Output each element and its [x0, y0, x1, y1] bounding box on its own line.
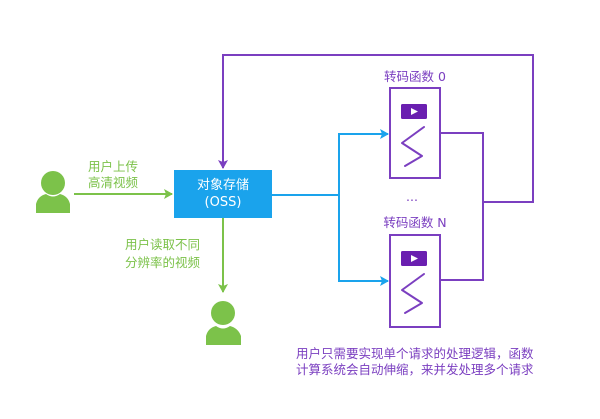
viewer-user-icon	[206, 301, 241, 345]
function-0-label: 转码函数 0	[384, 69, 446, 84]
uploader-user-icon	[36, 171, 70, 213]
upload-label-line1: 用户上传	[88, 159, 139, 174]
download-label-line2: 分辨率的视频	[125, 255, 201, 270]
upload-label-line2: 高清视频	[88, 175, 139, 190]
squiggle-icon	[401, 273, 425, 314]
trigger-arrow-function-n	[338, 195, 389, 286]
download-label-line1: 用户读取不同	[125, 237, 201, 252]
function-n-box	[389, 234, 441, 328]
ellipsis: ...	[406, 189, 418, 204]
play-icon	[401, 251, 427, 266]
trigger-arrow-function-0	[338, 129, 389, 195]
output-line-function-0	[440, 132, 484, 281]
caption-line1: 用户只需要实现单个请求的处理逻辑，函数	[296, 346, 534, 361]
oss-title: 对象存储	[196, 178, 249, 193]
oss-subtitle: (OSS)	[204, 195, 242, 210]
write-back-arrow	[218, 54, 534, 203]
function-n-label: 转码函数 N	[383, 215, 447, 230]
squiggle-icon	[401, 126, 425, 167]
play-icon	[401, 104, 427, 119]
caption-line2: 计算系统会自动伸缩，来并发处理多个请求	[296, 362, 534, 377]
oss-node: 对象存储 (OSS)	[174, 170, 272, 218]
function-0-box	[389, 87, 441, 179]
